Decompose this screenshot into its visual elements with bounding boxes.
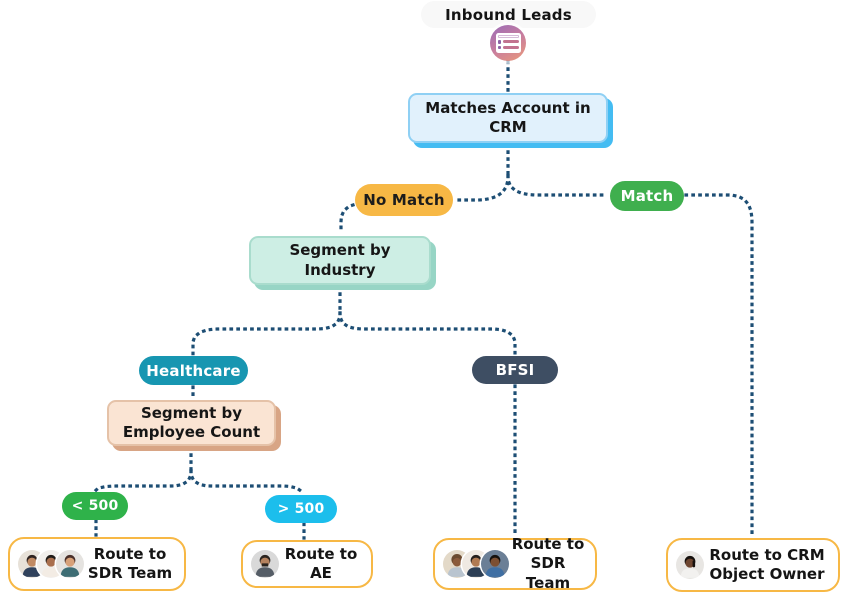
avatar-group bbox=[443, 550, 509, 578]
route-crm-object-owner: Route to CRM Object Owner bbox=[666, 538, 840, 592]
avatar-group bbox=[18, 550, 84, 578]
avatar-icon bbox=[251, 550, 279, 578]
diagram-title: Inbound Leads bbox=[421, 1, 596, 28]
edge-label-over-500: > 500 bbox=[265, 495, 337, 523]
edge-nomatch-to-industry bbox=[339, 202, 356, 236]
node-segment-by-industry: Segment by Industry bbox=[249, 236, 431, 285]
avatar-icon bbox=[56, 550, 84, 578]
edge-label-text: No Match bbox=[363, 191, 445, 209]
avatar-group bbox=[676, 551, 704, 579]
route-label: Route to SDR Team bbox=[511, 534, 585, 592]
edge-employee-to-under500 bbox=[93, 469, 193, 494]
edge-label-under-500: < 500 bbox=[62, 492, 128, 520]
edge-label-text: < 500 bbox=[71, 498, 119, 514]
avatar-group bbox=[251, 550, 279, 578]
avatar-icon bbox=[676, 551, 704, 579]
route-label: Route to AE bbox=[284, 544, 358, 583]
edge-label-text: BFSI bbox=[495, 361, 535, 379]
edge-label-healthcare: Healthcare bbox=[139, 356, 248, 385]
node-matches-account-in-crm: Matches Account in CRM bbox=[408, 93, 608, 143]
edge-label-match: Match bbox=[610, 181, 684, 211]
edge-crmcheck-to-nomatch bbox=[455, 174, 510, 202]
edge-employee-to-over500 bbox=[189, 469, 305, 497]
edge-crmcheck-to-match bbox=[506, 174, 610, 197]
route-label: Route to SDR Team bbox=[87, 544, 173, 583]
edge-label-text: Match bbox=[620, 187, 674, 205]
avatar-icon bbox=[481, 550, 509, 578]
lead-form-card bbox=[495, 33, 521, 53]
route-sdr-team-left: Route to SDR Team bbox=[8, 537, 186, 591]
route-label: Route to CRM Object Owner bbox=[709, 545, 825, 584]
node-label: Matches Account in CRM bbox=[425, 98, 591, 137]
edge-industry-to-bfsi bbox=[338, 311, 517, 356]
node-label: Segment by Industry bbox=[289, 241, 391, 279]
edge-label-bfsi: BFSI bbox=[472, 356, 558, 384]
edge-label-no-match: No Match bbox=[355, 184, 453, 216]
edge-match-to-owner bbox=[684, 193, 754, 537]
diagram-title-label: Inbound Leads bbox=[445, 5, 572, 24]
lead-form-icon bbox=[490, 25, 526, 61]
route-sdr-team-mid: Route to SDR Team bbox=[433, 535, 597, 592]
node-label: Segment by Employee Count bbox=[122, 403, 261, 442]
edge-industry-to-healthcare bbox=[191, 311, 342, 356]
route-ae: Route to AE bbox=[241, 540, 373, 588]
edge-label-text: > 500 bbox=[277, 501, 325, 517]
edge-label-text: Healthcare bbox=[146, 361, 241, 380]
node-segment-by-employee-count: Segment by Employee Count bbox=[107, 400, 276, 446]
